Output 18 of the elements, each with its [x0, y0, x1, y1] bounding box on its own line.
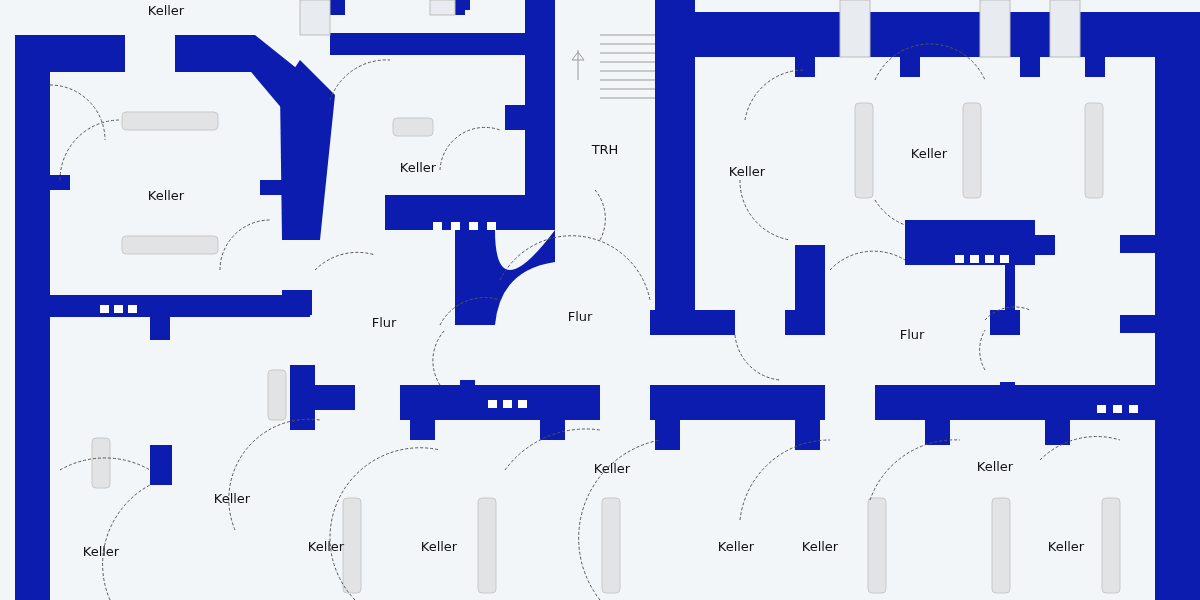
room-label: Flur	[899, 326, 925, 342]
room-label: Keller	[213, 490, 251, 506]
room-label: Keller	[420, 538, 458, 554]
room-label: TRH	[591, 141, 619, 157]
room-label: Keller	[307, 538, 345, 554]
room-label: Keller	[728, 163, 766, 179]
room-label: Keller	[399, 159, 437, 175]
room-label: Keller	[147, 2, 185, 18]
room-label: Keller	[593, 460, 631, 476]
room-label: Keller	[976, 458, 1014, 474]
room-label: Keller	[910, 145, 948, 161]
room-label: Keller	[801, 538, 839, 554]
room-label: Keller	[82, 543, 120, 559]
room-label: Flur	[371, 314, 397, 330]
room-label: Keller	[717, 538, 755, 554]
room-label: Keller	[147, 187, 185, 203]
room-label: Flur	[567, 308, 593, 324]
room-label: Keller	[1047, 538, 1085, 554]
